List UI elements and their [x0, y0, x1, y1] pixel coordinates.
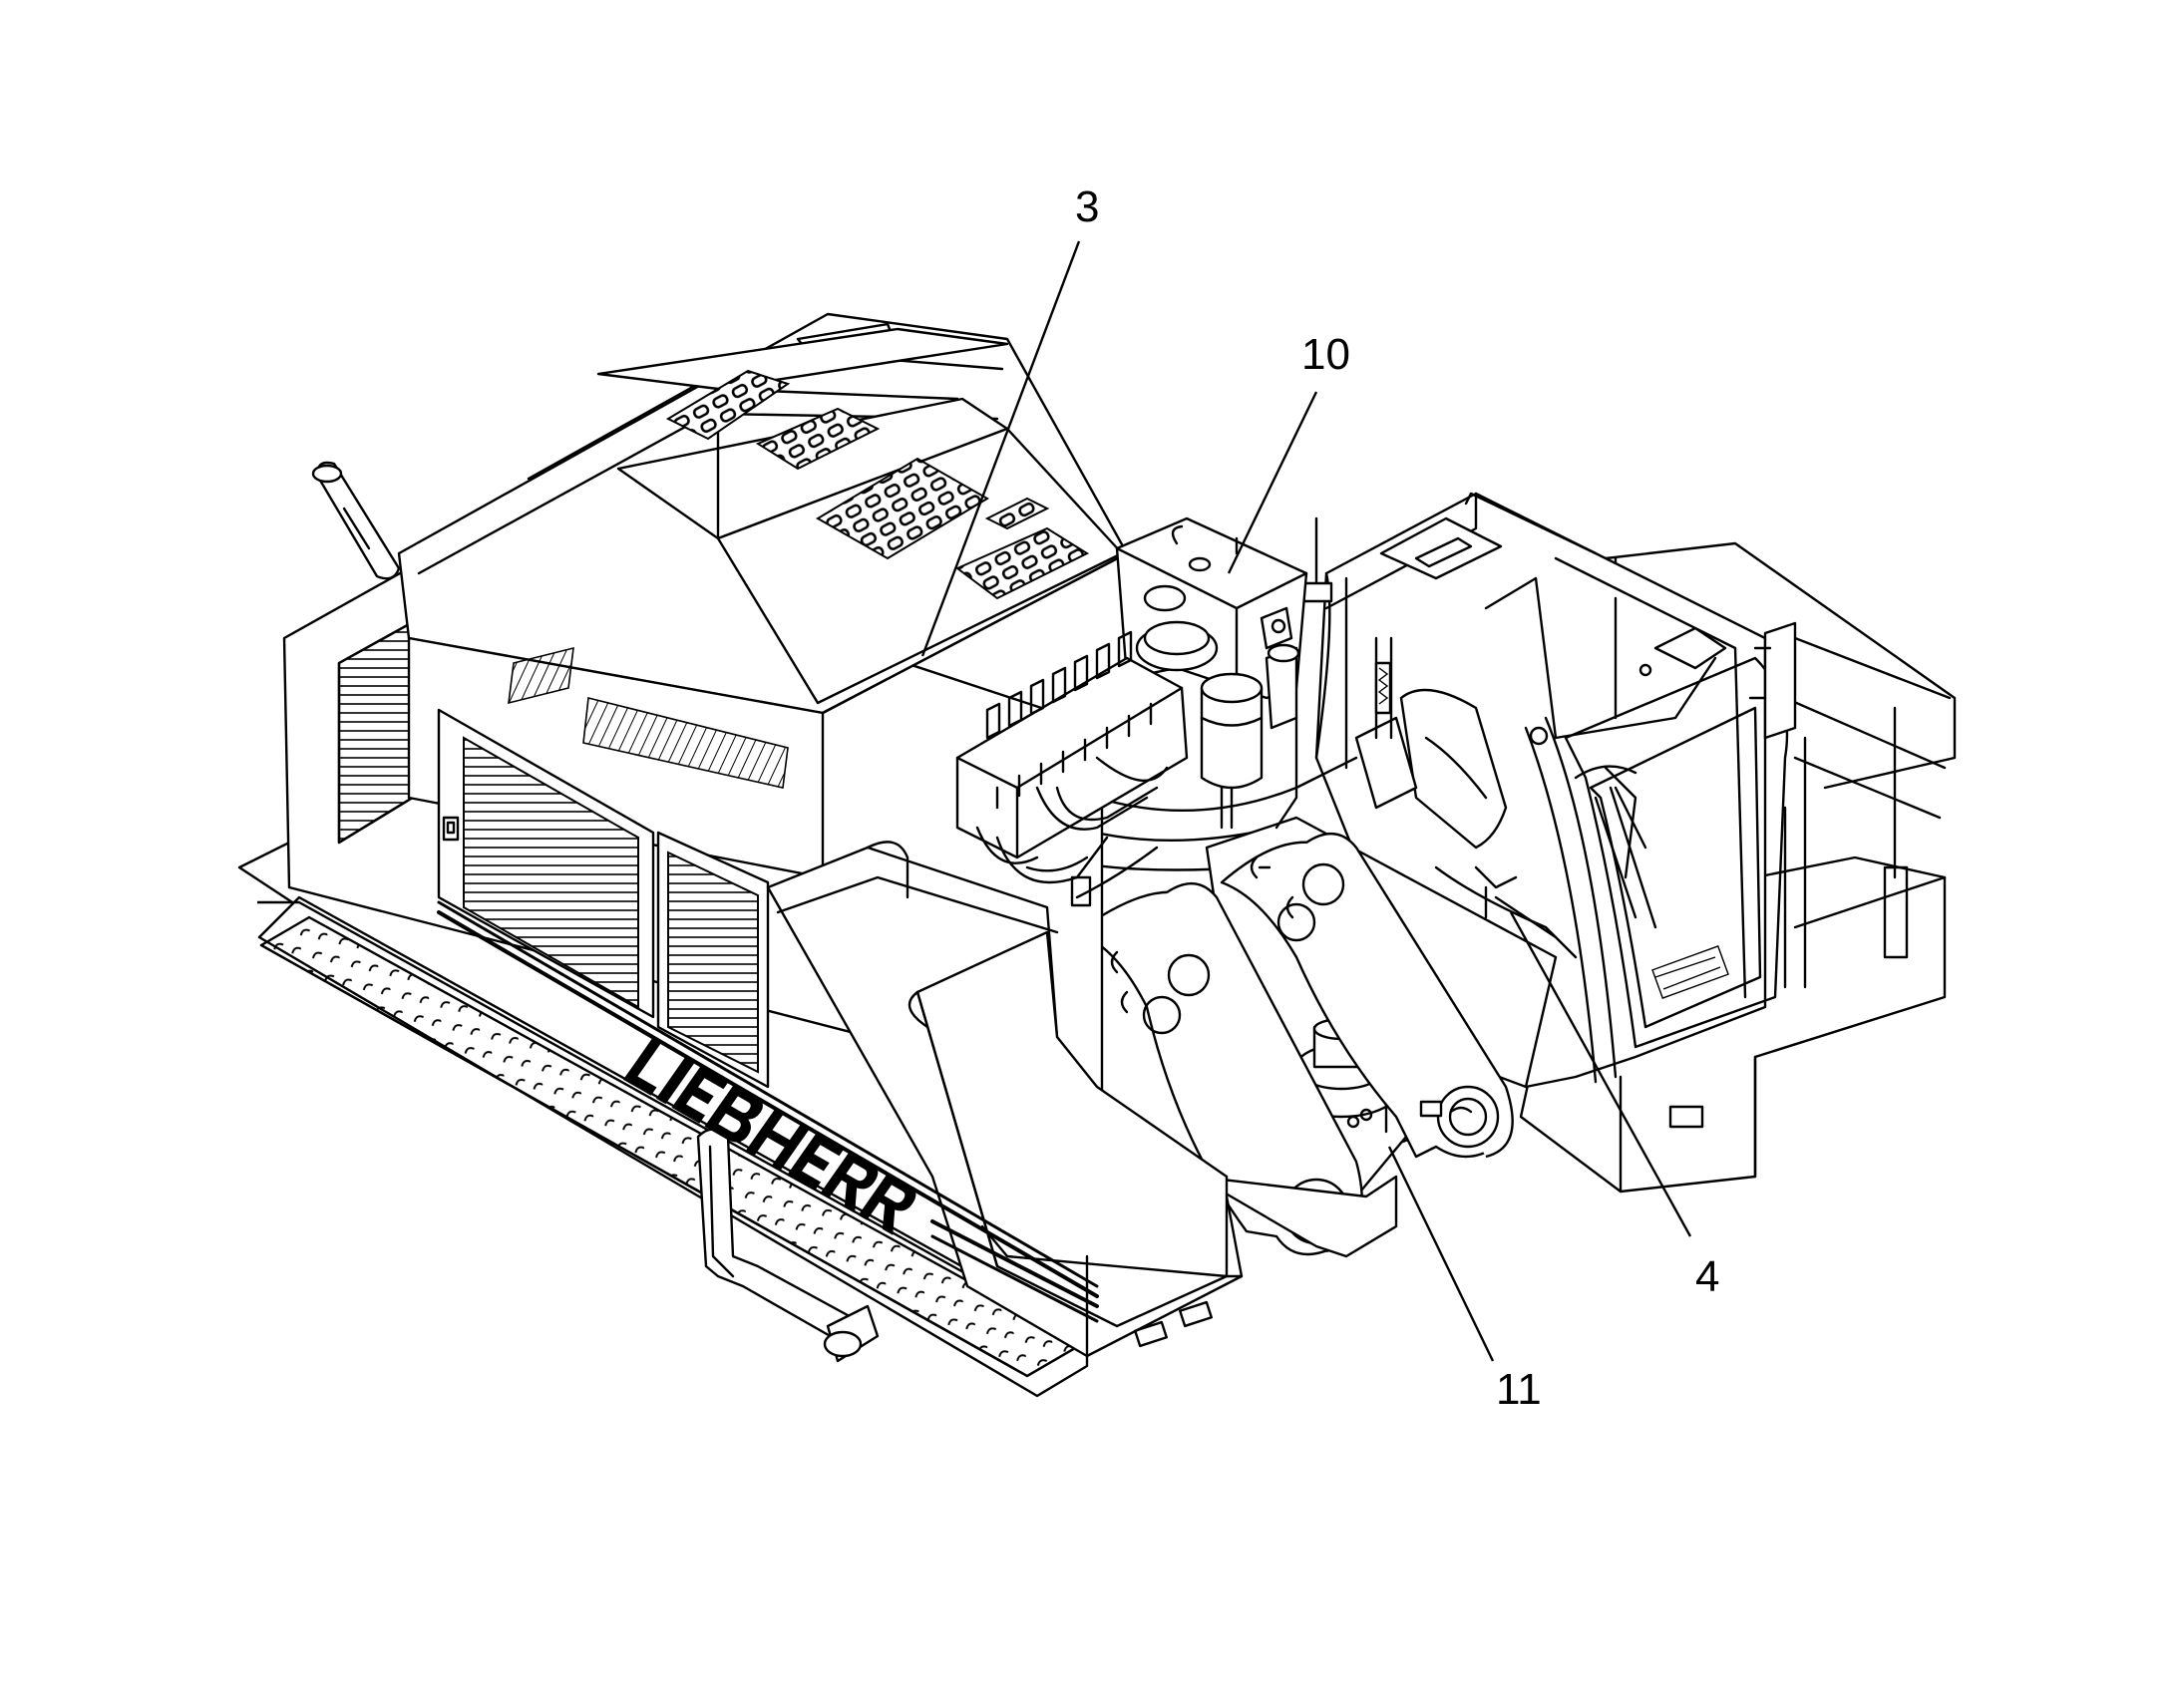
engine-housing [237, 312, 1244, 1398]
boom-brackets [1075, 833, 1514, 1258]
callout-10: 10 [1227, 330, 1350, 574]
callout-11: 11 [1387, 1146, 1542, 1414]
callout-4: 4 [1509, 911, 1719, 1301]
brand-logo [623, 1037, 916, 1235]
callout-label: 3 [1075, 182, 1099, 231]
callout-3: 3 [920, 182, 1099, 657]
hydraulic-tank [1115, 516, 1308, 830]
leader-line [1227, 391, 1318, 574]
control-valve-block [955, 630, 1189, 899]
callout-label: 4 [1695, 1252, 1719, 1301]
leader-line [1509, 911, 1692, 1237]
callout-label: 10 [1301, 330, 1350, 379]
callout-label: 11 [1496, 1365, 1542, 1414]
leader-line [920, 240, 1081, 657]
leader-line [1387, 1146, 1495, 1362]
